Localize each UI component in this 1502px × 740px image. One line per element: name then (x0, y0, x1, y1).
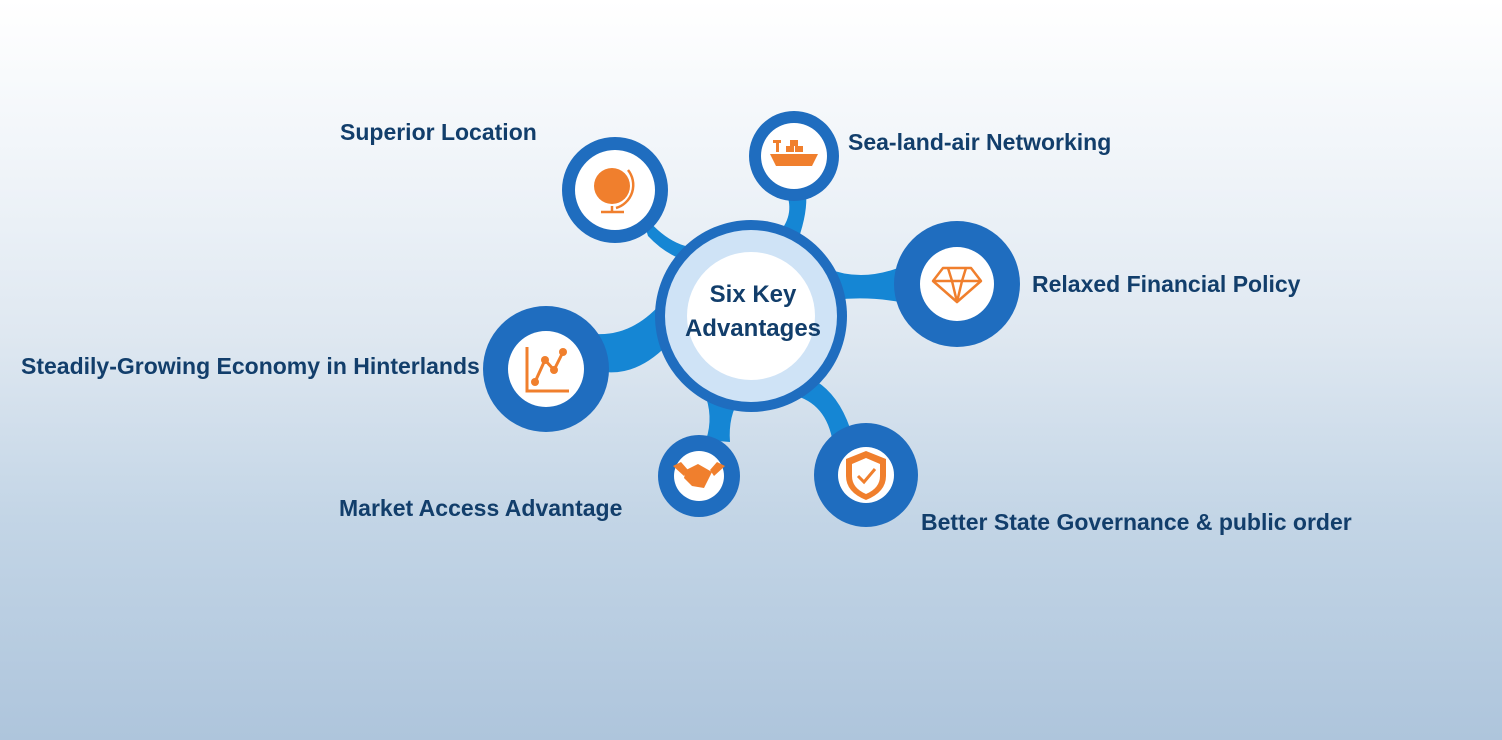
label-market-access: Market Access Advantage (339, 495, 623, 521)
node-sea-land-air (749, 111, 839, 201)
center-title-line1: Six Key (709, 281, 797, 308)
center-title: Six Key Advantages (673, 278, 833, 346)
center-hub-core (687, 252, 815, 380)
label-sea-land-air: Sea-land-air Networking (848, 129, 1112, 155)
label-superior-location: Superior Location (340, 119, 537, 145)
center-title-line2: Advantages (684, 315, 822, 342)
label-governance: Better State Governance & public order (921, 509, 1352, 535)
ship-icon (770, 140, 818, 166)
shield-check-icon (846, 451, 886, 500)
node-market-access (658, 435, 740, 517)
connector-hinterlands (596, 300, 672, 373)
diamond-icon (931, 266, 983, 304)
globe-icon (594, 168, 635, 214)
node-relaxed-financial (894, 221, 1020, 347)
growth-chart-icon (525, 347, 569, 393)
label-relaxed-financial: Relaxed Financial Policy (1032, 271, 1301, 297)
node-superior-location (562, 137, 668, 243)
node-hinterlands (483, 306, 609, 432)
handshake-icon (673, 462, 725, 488)
node-governance (814, 423, 918, 527)
connector-relaxed-financial (826, 268, 900, 302)
label-hinterlands: Steadily-Growing Economy in Hinterlands (21, 353, 480, 379)
